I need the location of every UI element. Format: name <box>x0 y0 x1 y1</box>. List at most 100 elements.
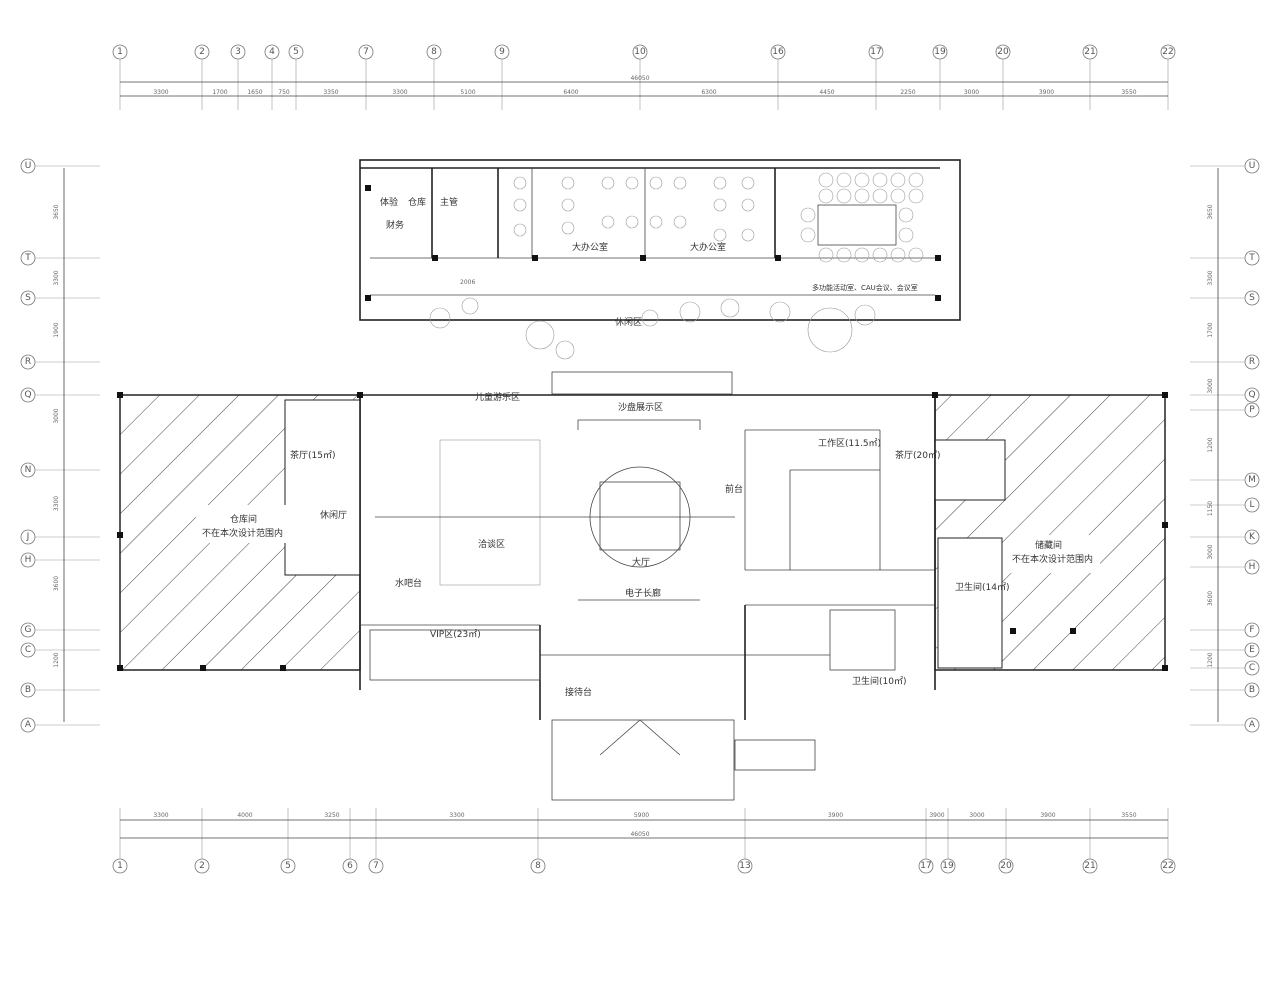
landscape-plants <box>429 297 876 360</box>
room-label-out-of-scope-right: 不在本次设计范围内 <box>1012 553 1093 565</box>
room-label-reception: 前台 <box>725 483 743 495</box>
top-segment-dim: 3550 <box>1121 89 1136 96</box>
axis-left-H-label: H <box>25 555 32 565</box>
left-segment-dim: 3300 <box>53 496 60 511</box>
top-segment-dim: 3300 <box>153 89 168 96</box>
room-label-warehouse-left: 仓库间 <box>230 513 257 525</box>
bottom-segment-dim: 3300 <box>449 812 464 819</box>
axis-left-C-label: C <box>25 645 31 655</box>
meeting-chairs <box>800 172 924 263</box>
structural-columns <box>117 185 1168 671</box>
axis-left-T-label: T <box>24 253 31 263</box>
bottom-segment-dim: 5900 <box>634 812 649 819</box>
room-label-water-bar: 水吧台 <box>395 577 422 589</box>
room-label-tea-right: 茶厅(20㎡) <box>895 449 940 461</box>
right-segment-dim: 3000 <box>1207 378 1214 393</box>
room-label-washroom-1: 卫生间(14㎡) <box>955 581 1009 593</box>
axis-left-U-label: U <box>25 161 32 171</box>
left-segment-dim: 1200 <box>53 652 60 667</box>
bottom-segment-dim: 3000 <box>969 812 984 819</box>
axis-top-16-label: 16 <box>772 47 784 57</box>
left-segment-dim: 3000 <box>53 408 60 423</box>
axis-top-19-label: 19 <box>934 47 946 57</box>
right-segment-dim: 1150 <box>1207 501 1214 516</box>
bottom-segment-dim: 3900 <box>828 812 843 819</box>
axis-left-N-label: N <box>25 465 32 475</box>
axis-left-A-label: A <box>25 720 32 730</box>
room-label-fitness: 体验 <box>380 196 398 208</box>
axis-bottom-13-label: 13 <box>739 861 750 871</box>
top-segment-dim: 3000 <box>964 89 979 96</box>
axis-right-T-label: T <box>1248 253 1255 263</box>
room-label-meeting: 多功能活动室、CAU会议、会议室 <box>812 283 918 292</box>
room-label-rest-area: 休闲区 <box>615 316 642 328</box>
axis-top-9-label: 9 <box>499 47 505 57</box>
room-label-washroom-2: 卫生间(10㎡) <box>852 675 906 687</box>
axis-top-3-label: 3 <box>235 47 241 57</box>
axis-right-M-label: M <box>1248 475 1256 485</box>
room-label-office-2: 大办公室 <box>690 241 726 253</box>
room-label-tea-left: 茶厅(15㎡) <box>290 449 335 461</box>
axis-top-17-label: 17 <box>870 47 881 57</box>
axis-bottom-17-label: 17 <box>920 861 931 871</box>
axis-left-R-label: R <box>25 357 31 367</box>
left-segment-dim: 3600 <box>53 576 60 591</box>
axis-right-B-label: B <box>1249 685 1255 695</box>
axis-top-22-label: 22 <box>1162 47 1173 57</box>
upper-office-block <box>359 159 961 321</box>
central-hall <box>359 371 936 720</box>
room-label-electronic-corridor: 电子长廊 <box>625 587 661 599</box>
top-segment-dim: 3350 <box>323 89 338 96</box>
top-segment-dim: 3900 <box>1039 89 1054 96</box>
room-label-vip: VIP区(23㎡) <box>430 629 481 640</box>
right-segment-dim: 3300 <box>1207 270 1214 285</box>
axis-bottom-21-label: 21 <box>1084 861 1095 871</box>
top-segment-dim: 2250 <box>900 89 915 96</box>
room-label-sand-table: 沙盘展示区 <box>618 401 663 413</box>
axis-right-Q-label: Q <box>1248 390 1255 400</box>
room-label-storage: 仓库 <box>408 196 426 208</box>
axis-bottom-22-label: 22 <box>1162 861 1173 871</box>
room-label-manager: 主管 <box>440 196 458 208</box>
room-label-out-of-scope-left: 不在本次设计范围内 <box>202 527 283 539</box>
axis-top-8-label: 8 <box>431 47 437 57</box>
axis-left-S-label: S <box>25 293 31 303</box>
room-label-office-room: 工作区(11.5㎡) <box>818 437 881 449</box>
right-segment-dim: 1700 <box>1207 322 1214 337</box>
axis-right-U-label: U <box>1249 161 1256 171</box>
axis-bottom-1-label: 1 <box>117 861 123 871</box>
axis-right-C-label: C <box>1249 663 1255 673</box>
axis-top-20-label: 20 <box>997 47 1009 57</box>
room-label-lounge: 休闲厅 <box>320 509 347 521</box>
right-segment-dim: 1200 <box>1207 437 1214 452</box>
right-segment-dim: 1200 <box>1207 652 1214 667</box>
axis-left-G-label: G <box>25 625 32 635</box>
bottom-segment-dim: 3900 <box>929 812 944 819</box>
axis-top-21-label: 21 <box>1084 47 1095 57</box>
top-segment-dim: 6300 <box>701 89 716 96</box>
axis-right-E-label: E <box>1249 645 1255 655</box>
axis-left-J-label: J <box>26 532 30 542</box>
right-wing-label-bg <box>1010 535 1100 573</box>
axis-top-4-label: 4 <box>269 47 275 57</box>
axis-top-7-label: 7 <box>363 47 369 57</box>
room-label-children: 儿童游乐区 <box>475 391 520 403</box>
office-chairs <box>513 176 755 242</box>
bottom-segment-dim: 3250 <box>324 812 339 819</box>
axis-right-R-label: R <box>1249 357 1255 367</box>
axis-top-5-label: 5 <box>293 47 299 57</box>
top-segment-dim: 3300 <box>392 89 407 96</box>
axis-right-A-label: A <box>1249 720 1256 730</box>
left-wing-label-bg <box>196 505 286 543</box>
axis-bottom-8-label: 8 <box>535 861 541 871</box>
axis-bottom-7-label: 7 <box>373 861 379 871</box>
axis-right-H-label: H <box>1249 562 1256 572</box>
bottom-segment-dim: 3900 <box>1040 812 1055 819</box>
left-segment-dim: 3300 <box>53 270 60 285</box>
